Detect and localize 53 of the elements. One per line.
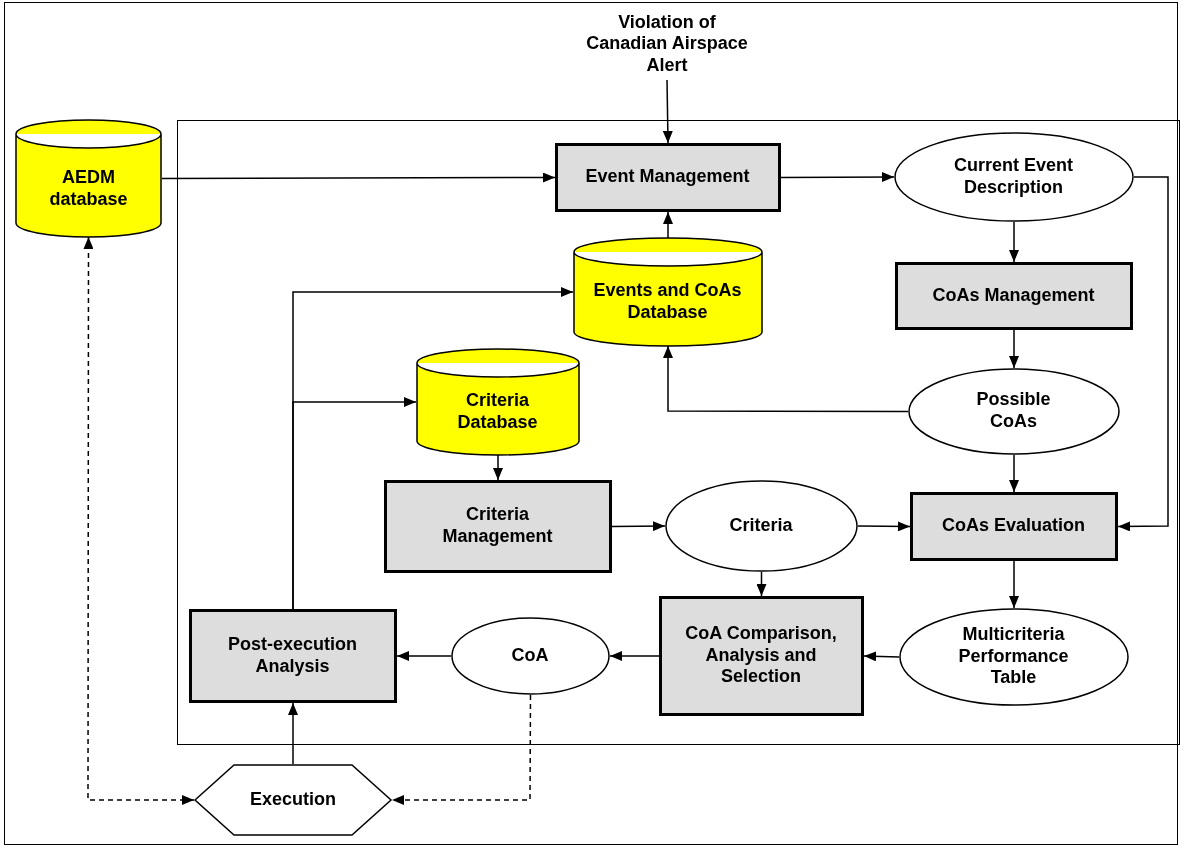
node-label: CoAs Management (932, 284, 1095, 307)
database-cylinder (15, 120, 162, 237)
process-box (383, 479, 612, 573)
arrow (609, 651, 660, 661)
node-label: Criteria Database (456, 389, 539, 434)
data-ellipse (898, 607, 1129, 706)
dashed-arrow (83, 236, 195, 805)
process-box (909, 491, 1118, 561)
node-label: Events and CoAs Database (592, 279, 743, 324)
node-label: CoAs Evaluation (942, 515, 1085, 537)
alert-label: Violation of Canadian Airspace Alert (585, 11, 749, 77)
node-label: Criteria Management (441, 504, 554, 548)
data-ellipse (907, 367, 1120, 455)
node-label: Criteria (729, 514, 793, 537)
arrow (863, 651, 900, 662)
arrow (396, 651, 452, 661)
node-label: Multicriteria Performance Table (957, 624, 1070, 689)
data-ellipse (893, 131, 1134, 222)
arrow (857, 521, 911, 532)
database-cylinder (415, 348, 580, 455)
dashed-arrow (391, 694, 532, 805)
arrow (611, 521, 666, 532)
process-box (188, 608, 397, 703)
data-ellipse (450, 616, 610, 695)
arrow (1009, 221, 1019, 263)
arrow (662, 79, 673, 144)
node-label: Post-execution Analysis (227, 633, 358, 678)
arrow (1009, 329, 1019, 369)
arrow (663, 211, 673, 239)
data-ellipse (664, 479, 858, 572)
arrow (493, 454, 503, 481)
node-label: CoA (511, 644, 549, 667)
process-box (894, 261, 1133, 330)
node-label: Possible CoAs (975, 389, 1052, 433)
arrow (780, 172, 895, 183)
node-label: Current Event Description (953, 154, 1074, 199)
arrow (1009, 454, 1019, 493)
execution-hexagon (194, 764, 392, 836)
process-box (658, 595, 864, 716)
node-label: Execution (250, 789, 336, 811)
node-label: Event Management (585, 166, 750, 188)
arrow (663, 345, 909, 413)
arrow (1117, 176, 1169, 532)
arrow (161, 172, 556, 183)
database-cylinder (572, 237, 763, 346)
arrow (756, 571, 767, 597)
arrow (288, 702, 298, 765)
node-label: CoA Comparison, Analysis and Selection (684, 623, 838, 688)
arrow (292, 397, 417, 610)
node-label: AEDM database (48, 166, 129, 211)
arrow (1009, 560, 1019, 609)
system-boundary (177, 120, 1180, 745)
process-box (554, 142, 781, 212)
